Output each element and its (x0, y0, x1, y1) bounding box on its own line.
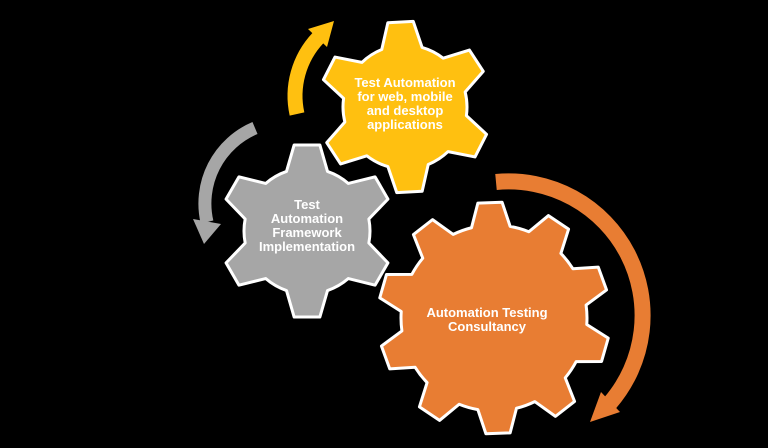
framework-gear-label: Test Automation Framework Implementation (227, 198, 387, 254)
apps-gear-label-line: for web, mobile (357, 89, 453, 104)
orange-arrow-head (590, 392, 620, 422)
yellow-arrow-head (308, 21, 334, 47)
apps-gear-label-line: and desktop (366, 103, 444, 118)
apps-gear-label-line: Test Automation (354, 75, 456, 90)
framework-gear-label-line: Framework (272, 225, 342, 240)
consultancy-gear-label-line: Automation Testing (426, 305, 548, 320)
orange-rotation-arrow-icon (495, 173, 651, 422)
framework-gear-label-line: Automation (270, 211, 344, 226)
consultancy-gear-label: Automation Testing Consultancy (377, 306, 597, 334)
consultancy-gear-label-line: Consultancy (447, 319, 526, 334)
orange-arrow-arc (495, 173, 651, 409)
apps-gear-label: Test Automation for web, mobile and desk… (332, 76, 478, 132)
gray-rotation-arrow-icon (193, 122, 258, 244)
apps-gear-shape (321, 19, 489, 195)
framework-gear-label-line: Test (294, 197, 320, 212)
framework-gear-shape (224, 143, 390, 319)
gray-arrow-head (193, 219, 221, 244)
consultancy-gear-shape (378, 200, 610, 436)
yellow-rotation-arrow-icon (287, 21, 334, 116)
yellow-arrow-arc (287, 32, 324, 116)
gray-arrow-arc (198, 122, 258, 224)
framework-gear-label-line: Implementation (258, 239, 356, 254)
apps-gear-label-line: applications (367, 117, 443, 132)
